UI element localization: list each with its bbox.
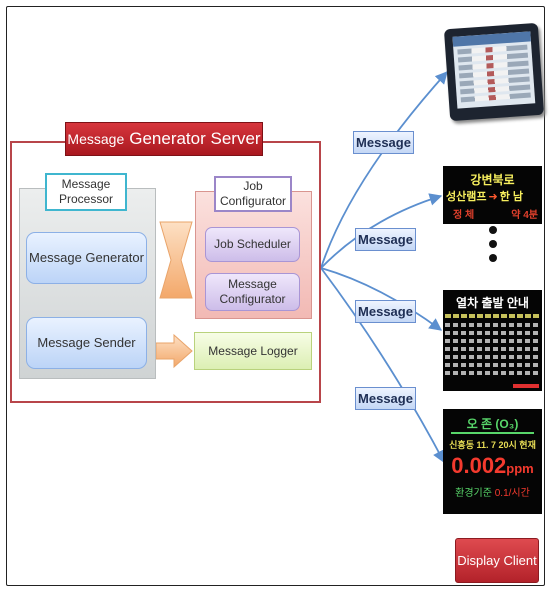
message-sender-box: Message Sender — [26, 317, 147, 369]
air-quality-subtitle: 신흥동 11. 7 20시 현재 — [449, 440, 536, 450]
more-displays-dots — [489, 226, 497, 262]
traffic-sign-from: 성산램프 — [446, 191, 487, 203]
job-configurator-label: Job Configurator — [214, 176, 292, 212]
traffic-sign-eta: 약 4분 — [511, 210, 538, 221]
traffic-sign-road: 강변북로 — [470, 173, 515, 187]
right-arrow-icon: ➜ — [488, 191, 498, 203]
message-label-4: Message — [355, 387, 416, 410]
processor-configurator-link — [159, 221, 193, 299]
air-quality-limit-label: 환경기준 — [455, 488, 492, 499]
sender-to-logger-arrow — [155, 333, 193, 369]
train-departure-board: 열차 출발 안내 — [443, 290, 542, 391]
message-generator-box: Message Generator — [26, 232, 147, 284]
arrow-to-bus-sign — [320, 193, 443, 269]
air-quality-value: 0.002 — [451, 453, 507, 478]
server-title: Message Generator Server — [65, 122, 263, 156]
air-quality-limit: 환경기준 0.1/시간 — [443, 484, 542, 499]
tablet-device-image — [443, 22, 545, 122]
traffic-sign-route: 성산램프➜한 남 — [446, 188, 523, 204]
message-logger-box: Message Logger — [194, 332, 312, 370]
message-label-1: Message — [353, 131, 414, 154]
arrow-to-train-board — [320, 267, 443, 331]
server-title-main: Generator Server — [129, 129, 261, 148]
message-configurator-box: Message Configurator — [205, 273, 300, 311]
message-label-3: Message — [355, 300, 416, 323]
figure-border — [6, 6, 545, 586]
air-quality-display: 오 존 (O₃) 신흥동 11. 7 20시 현재 0.002ppm 환경기준 … — [443, 409, 542, 514]
message-label-2: Message — [355, 228, 416, 251]
traffic-sign-to: 한 남 — [499, 191, 523, 203]
arrow-to-air-quality — [320, 267, 445, 464]
server-title-prefix: Message — [67, 131, 125, 147]
train-board-title: 열차 출발 안내 — [456, 296, 529, 310]
display-client-label: Display Client — [455, 538, 539, 583]
message-processor-label: Message Processor — [45, 173, 127, 211]
air-quality-reading: 0.002ppm — [443, 453, 542, 479]
traffic-sign-display: 강변북로 성산램프➜한 남 정 체 약 4분 — [443, 166, 542, 224]
air-quality-title: 오 존 (O₃) — [466, 417, 519, 431]
job-scheduler-box: Job Scheduler — [205, 227, 300, 262]
air-quality-limit-value: 0.1/시간 — [494, 488, 530, 499]
tablet-screen — [452, 31, 536, 109]
traffic-sign-status: 정 체 — [453, 210, 475, 221]
air-quality-unit: ppm — [506, 461, 534, 476]
arrow-to-tablet — [320, 71, 448, 269]
